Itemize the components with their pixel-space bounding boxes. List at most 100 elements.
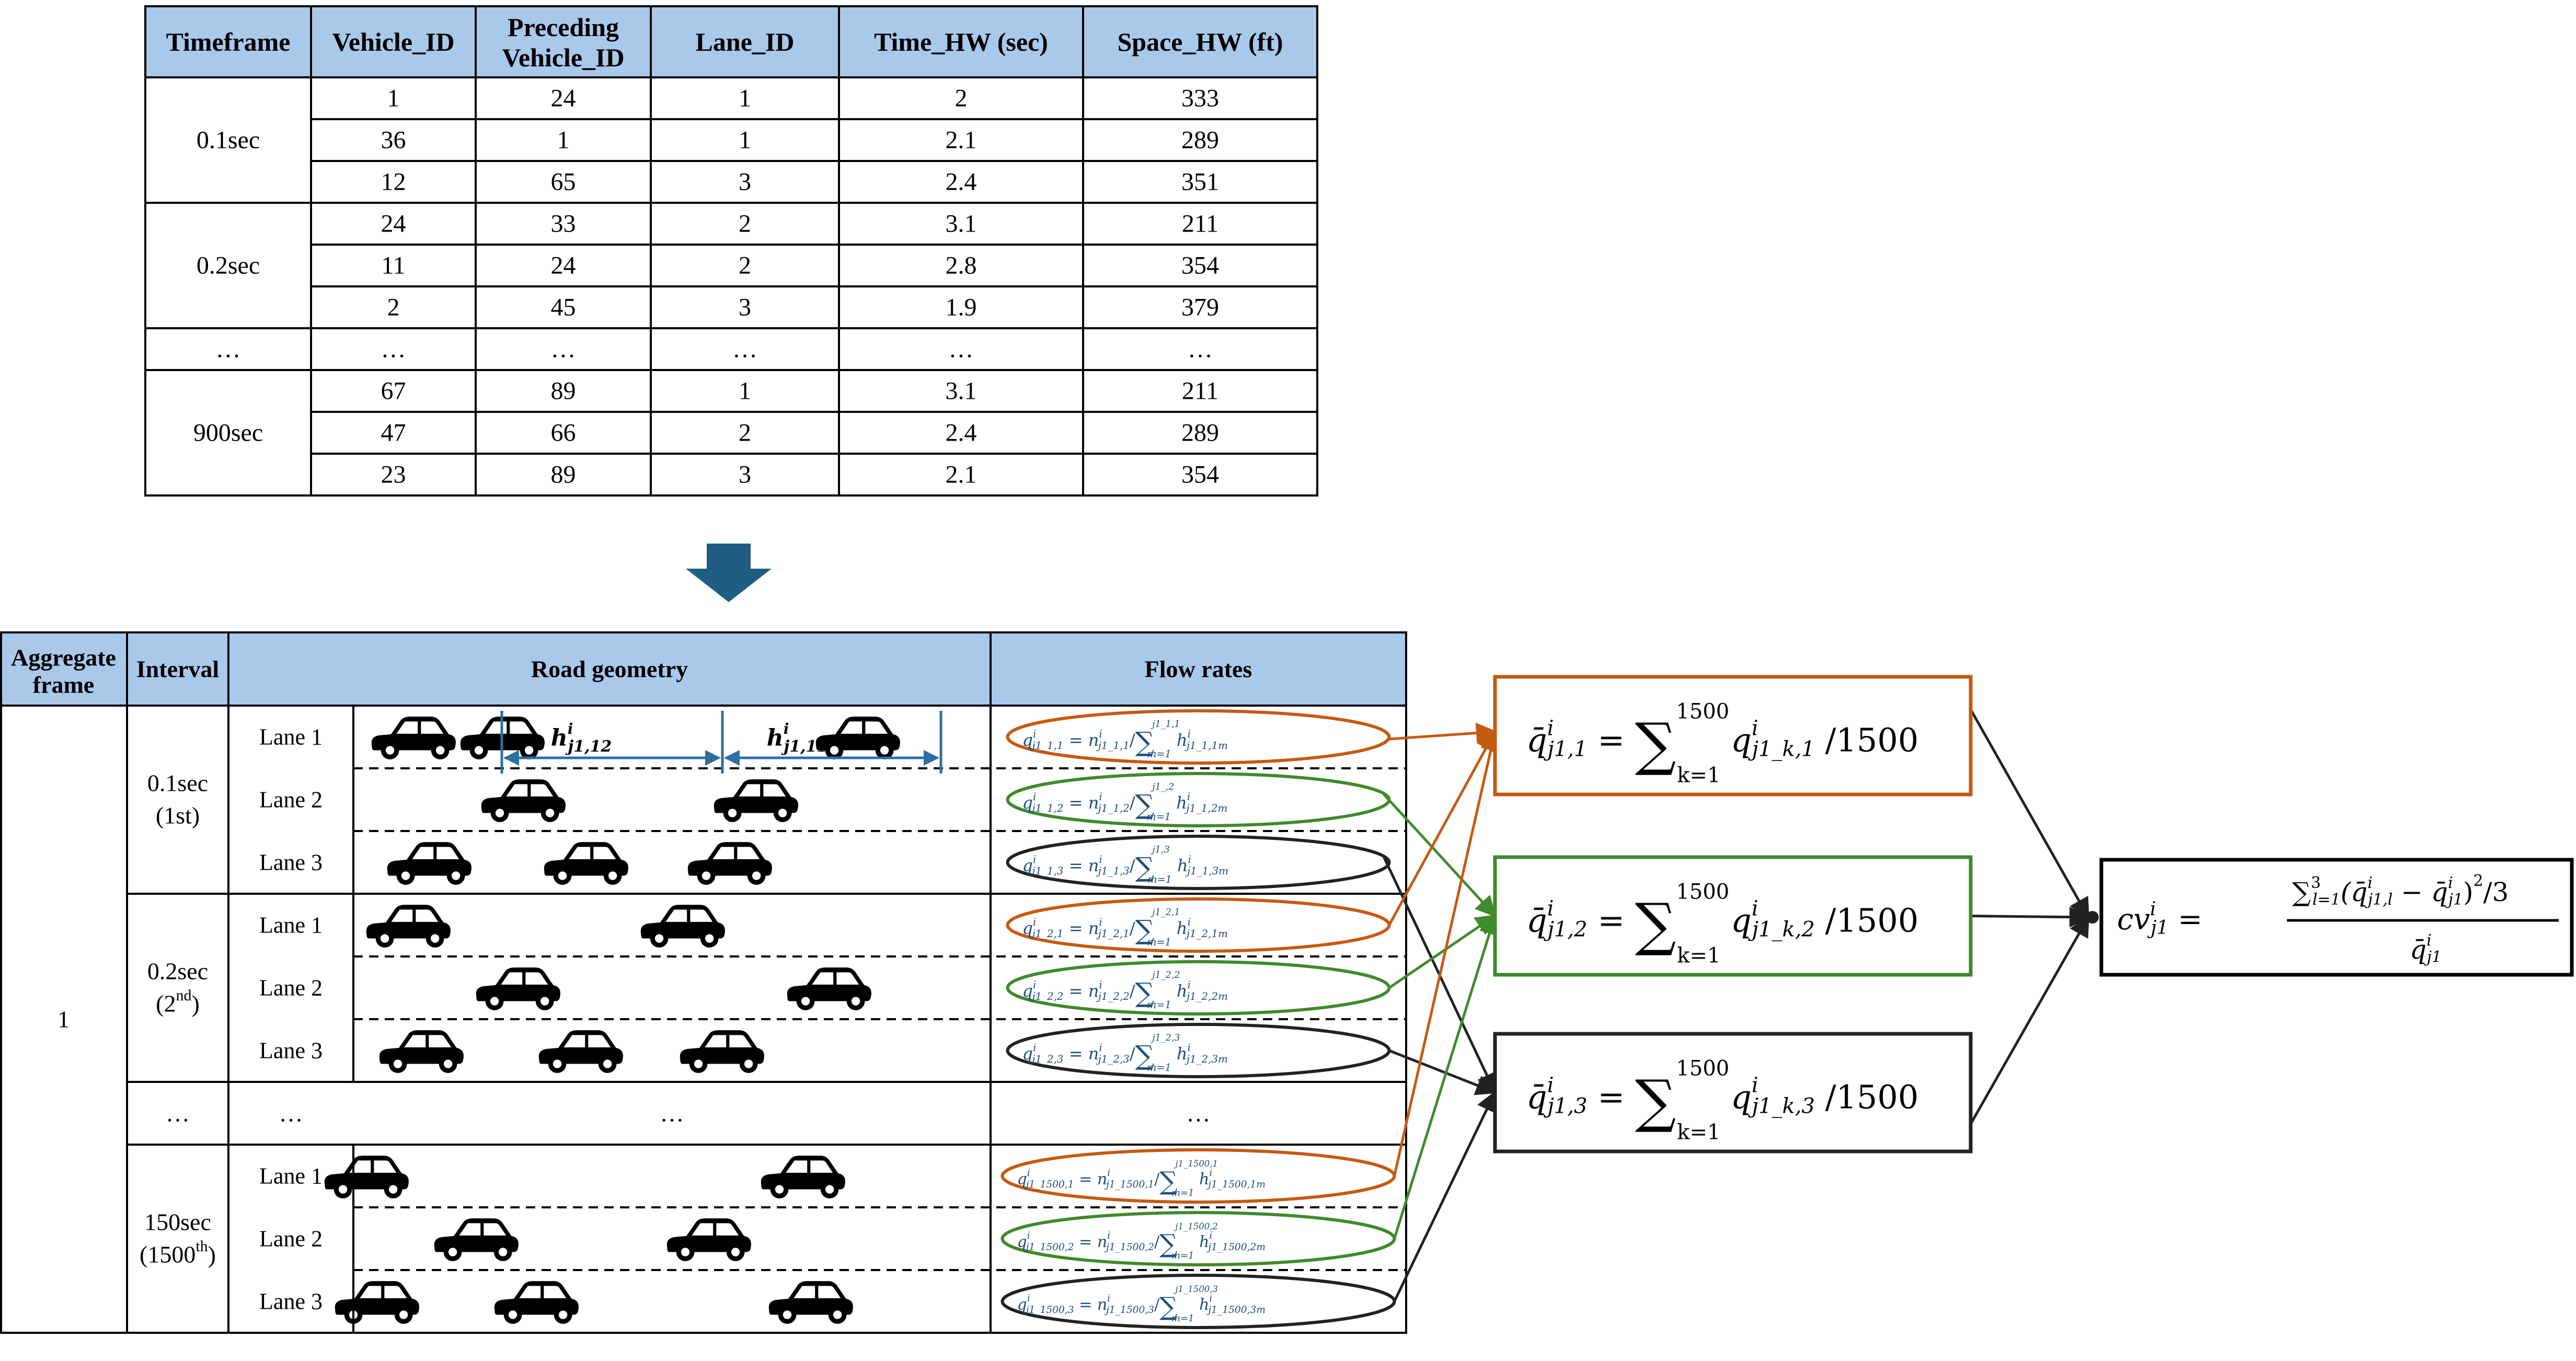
sup: i (1099, 728, 1102, 740)
sub: j1_1,1m (1184, 740, 1228, 752)
car-icon (481, 779, 566, 822)
table-cell: 2 (387, 294, 400, 321)
sum-sign: ∑ (1635, 711, 1676, 778)
sup: i (1099, 979, 1102, 991)
term: n (1088, 918, 1099, 938)
table-cell: 2.1 (946, 461, 977, 489)
car-icon (371, 717, 456, 759)
ordinal-close: ) (208, 1241, 216, 1268)
table-cell: 2.1 (946, 126, 977, 154)
table-cell: 2.4 (946, 168, 977, 196)
cv-connector (1969, 709, 2090, 919)
term: − q̄ (2393, 877, 2448, 907)
cv-box (2099, 858, 2574, 977)
flow-connector (1393, 1090, 1497, 1302)
table-cell: … (949, 336, 974, 363)
interval-ordinal: (1st) (156, 802, 200, 829)
sup: i (1027, 1293, 1030, 1304)
mean-flow-box (1493, 855, 1973, 977)
timeframe-cell: 0.1sec (197, 126, 260, 154)
term: h (1194, 1170, 1210, 1189)
column-header: frame (33, 672, 94, 698)
sub: j1_k,3 (1748, 1094, 1815, 1118)
sub: j1_1,2 (1030, 802, 1063, 814)
ordinal-close: ) (192, 990, 200, 1017)
operator: = (1074, 1296, 1097, 1314)
sup: i (1188, 728, 1191, 740)
flow-connector (1389, 722, 1497, 744)
sup: i (1027, 1230, 1030, 1241)
table-cell: 89 (551, 461, 576, 489)
timeframe-cell: … (216, 336, 241, 363)
table-cell: 379 (1181, 294, 1219, 321)
flow-connector (1388, 1049, 1497, 1095)
operator: / (1130, 793, 1135, 813)
sub: j1_1500,2m (1206, 1242, 1266, 1253)
sup: i (2367, 874, 2373, 892)
sum-lower: k=1 (1677, 764, 1720, 788)
flow-connector (1383, 793, 1497, 917)
term: q (1022, 856, 1033, 875)
sup: i (1099, 916, 1102, 928)
down-arrow-icon (686, 544, 772, 602)
flow-connector (1388, 914, 1497, 989)
sum-lower: m=1 (1147, 1062, 1171, 1074)
operator: / (1154, 1296, 1160, 1314)
operator: = (1588, 901, 1635, 939)
operator: = (1064, 1044, 1088, 1064)
table-cell: 333 (1181, 85, 1219, 112)
table-cell: 67 (381, 377, 406, 405)
lane-label: Lane 1 (259, 913, 323, 938)
sum-lower: m=1 (1171, 1187, 1194, 1198)
sum-upper: j1_,2 (1150, 782, 1174, 792)
top-table-border (144, 5, 1318, 497)
lane-label: Lane 1 (259, 724, 323, 750)
sup: i (1033, 979, 1036, 991)
column-header: Lane_ID (696, 27, 795, 56)
term: n (1088, 981, 1099, 1001)
interval-ordinal: (2nd) (156, 987, 200, 1017)
lane-label: Lane 3 (259, 1038, 323, 1064)
sup: i (1547, 717, 1554, 741)
car-icon (544, 842, 628, 885)
sup: i (1209, 1230, 1212, 1241)
sum-sign: ∑ (1635, 891, 1676, 958)
sup: i (1027, 1168, 1030, 1179)
sup: i (1209, 1293, 1212, 1304)
sup: i (1107, 1168, 1110, 1179)
sum-sign: ∑ (1135, 852, 1155, 883)
table-cell: 1 (739, 377, 751, 405)
car-icon (687, 842, 772, 885)
flow-rate-ellipse (1006, 835, 1391, 890)
table-cell: 351 (1181, 168, 1219, 196)
table-cell: 1 (557, 126, 570, 154)
term: h (1171, 793, 1187, 813)
column-header: Interval (136, 656, 219, 683)
operator: / (1154, 1233, 1160, 1251)
term: n (1097, 1170, 1107, 1189)
mean-flow-box (1493, 675, 1973, 797)
sub: j1,12 (565, 737, 612, 756)
sub: j1_2,1m (1184, 928, 1228, 940)
sup: i (1752, 717, 1758, 741)
sup: i (1099, 1042, 1102, 1054)
term: n (1088, 856, 1099, 875)
operator: = (1064, 981, 1088, 1001)
bottom-table-border (0, 631, 1407, 1334)
sub: j1_1500,3 (1024, 1305, 1074, 1316)
interval-ordinal: (1500th) (140, 1238, 216, 1268)
sum-sign: ∑ (2292, 877, 2311, 907)
car-icon (366, 905, 451, 948)
sup: i (1188, 853, 1191, 866)
operator: / (1130, 1044, 1135, 1064)
table-cell: 354 (1181, 461, 1219, 489)
term: q (1720, 1078, 1751, 1116)
sup: i (2150, 898, 2156, 920)
sum-sign: ∑ (1135, 726, 1155, 758)
table-cell: 3 (739, 168, 751, 196)
